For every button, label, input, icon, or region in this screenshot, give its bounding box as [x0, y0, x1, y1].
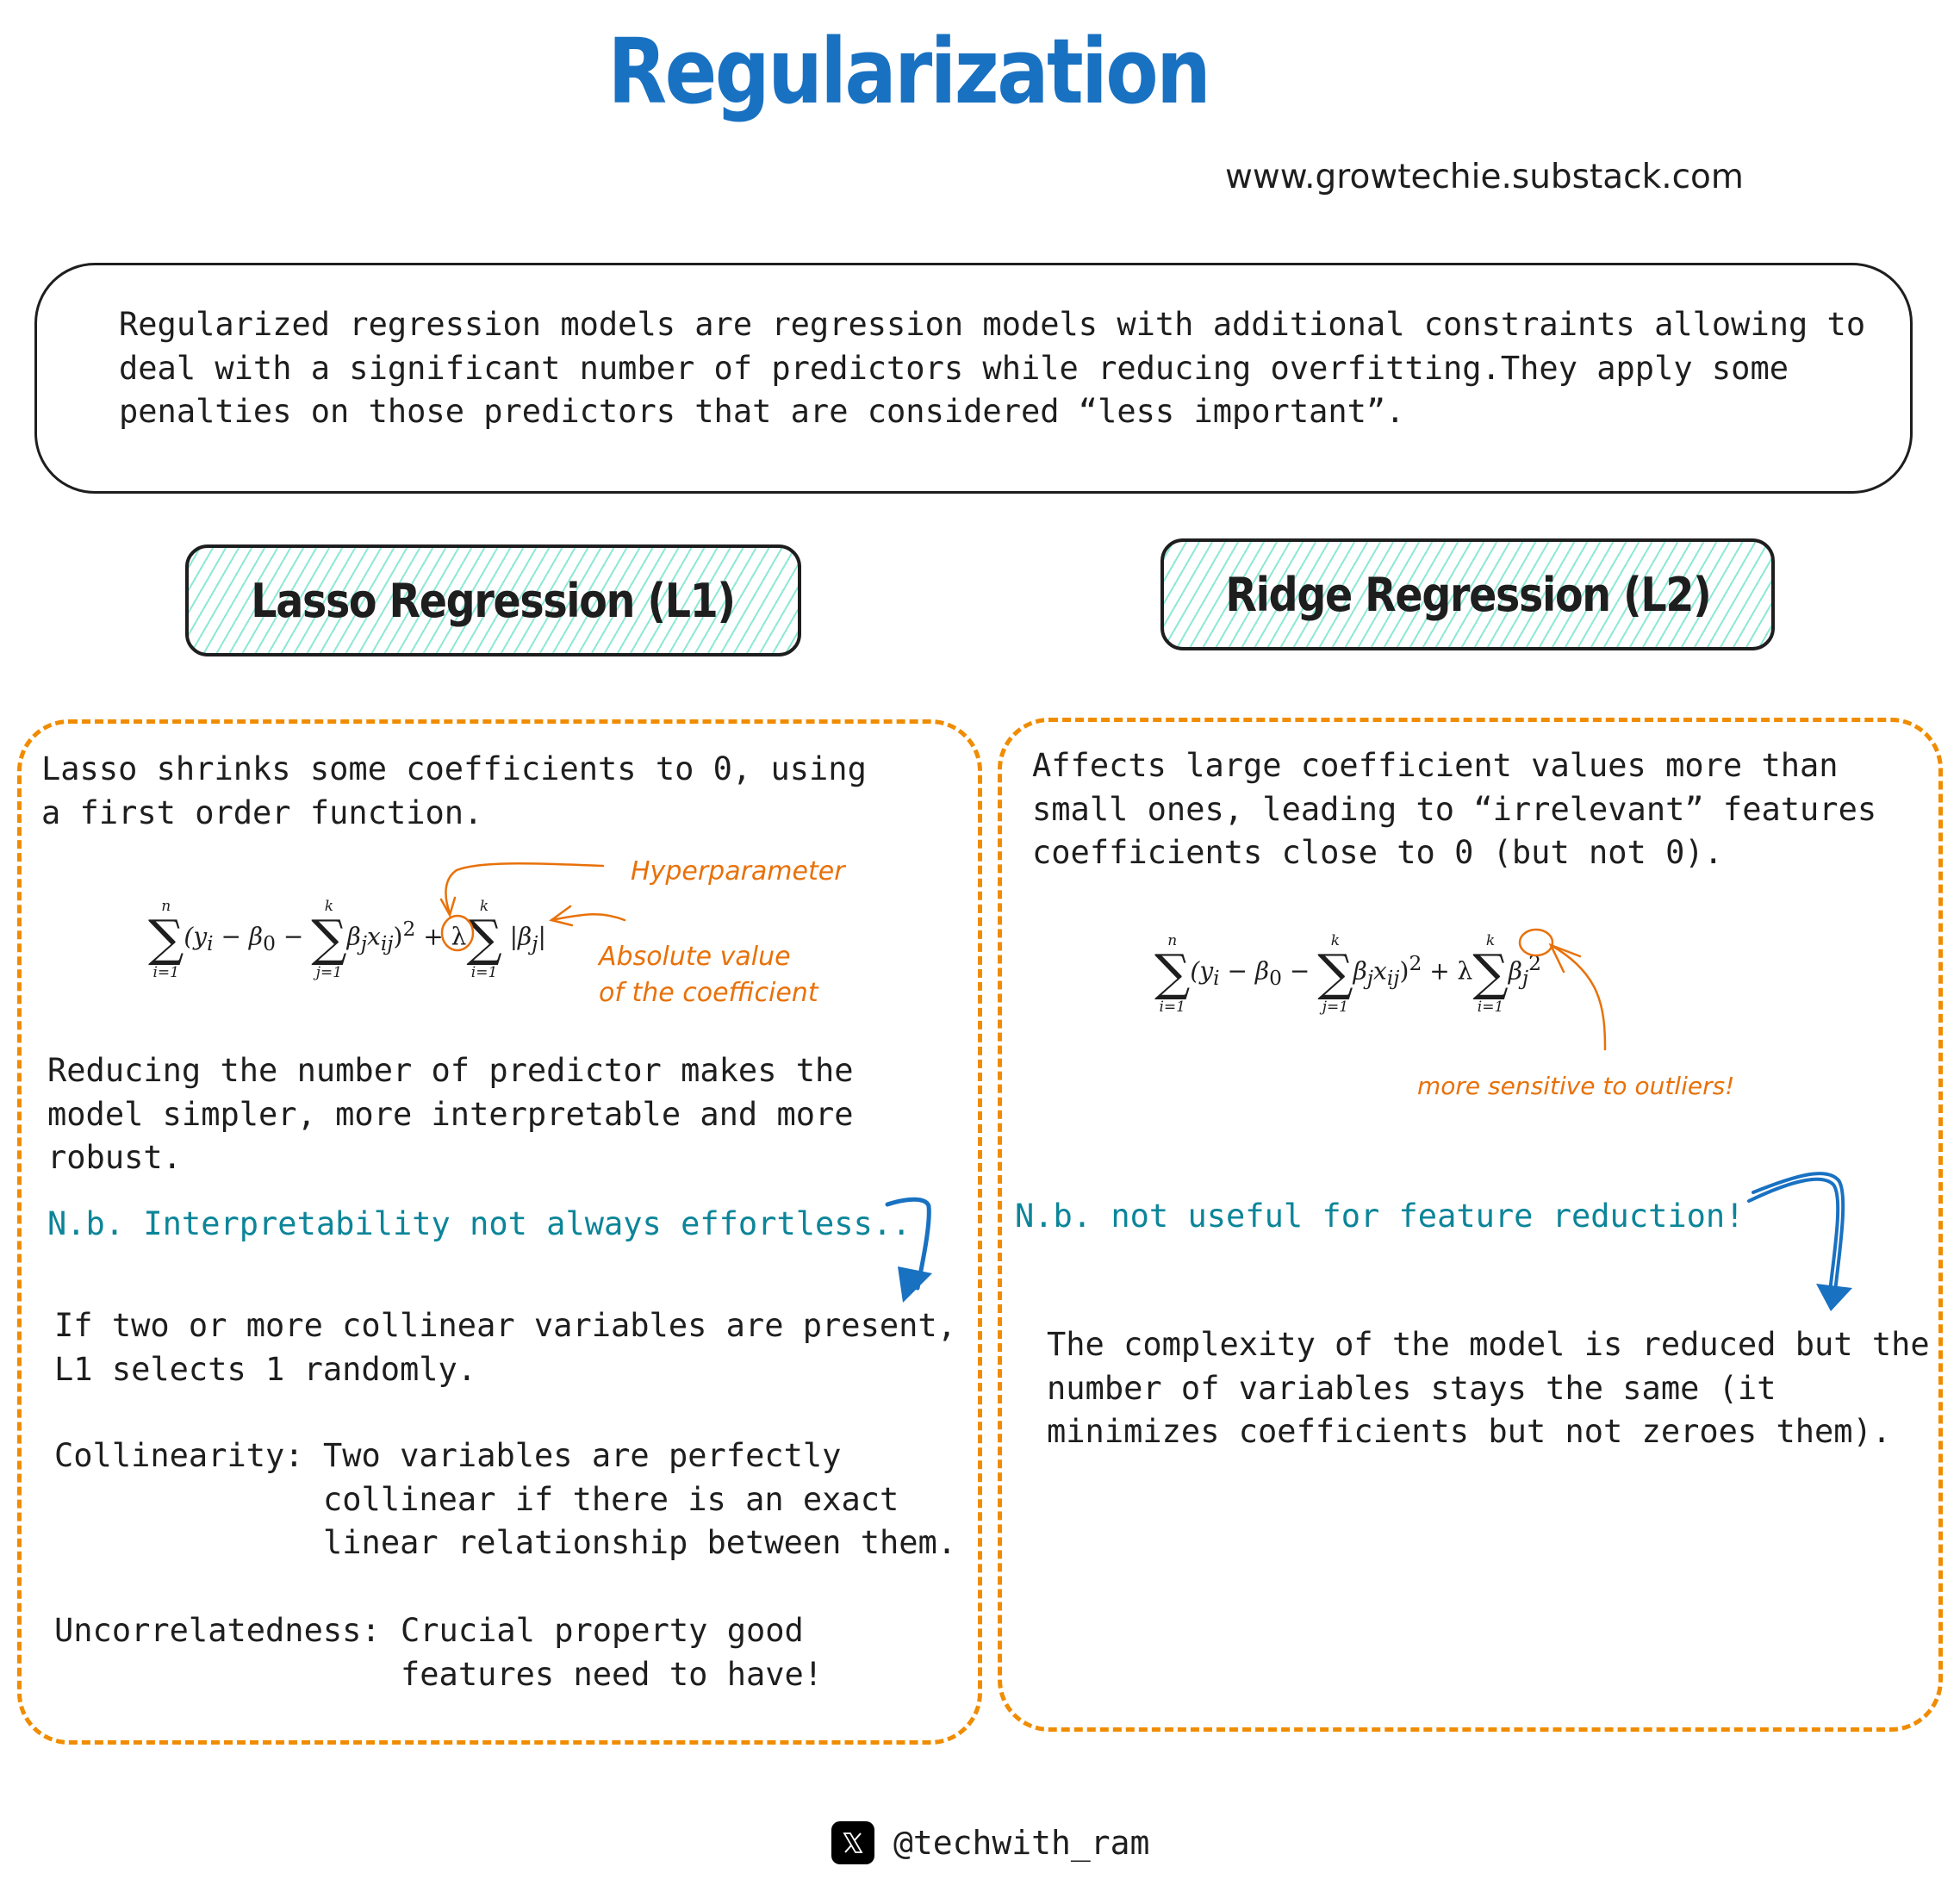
- text-line: L1 selects 1 randomly.: [54, 1350, 477, 1388]
- lambda-symbol: λ: [451, 922, 467, 951]
- uncorrelatedness-definition: Crucial property good features need to ha…: [401, 1609, 823, 1696]
- page-title: Regularization: [607, 19, 1210, 124]
- text-line: Lasso shrinks some coefficients to 0, us…: [41, 750, 867, 787]
- ridge-description: Affects large coefficient values more th…: [1032, 744, 1876, 875]
- footer-handle[interactable]: @techwith_ram: [831, 1821, 1149, 1864]
- ridge-panel: [998, 718, 1943, 1732]
- text-line: coefficients close to 0 (but not 0).: [1032, 834, 1723, 871]
- lasso-description: Lasso shrinks some coefficients to 0, us…: [41, 748, 867, 835]
- x-logo-icon: [831, 1821, 874, 1864]
- text-line: linear relationship between them.: [323, 1524, 957, 1561]
- text-line: small ones, leading to “irrelevant” feat…: [1032, 790, 1877, 828]
- ridge-header: Ridge Regression (L2): [1160, 538, 1775, 650]
- text-line: model simpler, more interpretable and mo…: [47, 1095, 854, 1133]
- lasso-title: Lasso Regression (L1): [251, 573, 737, 628]
- collinearity-term: Collinearity:: [54, 1437, 304, 1474]
- ridge-complexity: The complexity of the model is reduced b…: [1047, 1323, 1930, 1454]
- text-line: minimizes coefficients but not zeroes th…: [1047, 1413, 1892, 1450]
- intro-box: [34, 263, 1913, 494]
- intro-text: Regularized regression models are regres…: [119, 303, 1885, 434]
- text-line: Two variables are perfectly: [323, 1437, 842, 1474]
- ridge-note: N.b. not useful for feature reduction!: [1015, 1198, 1745, 1235]
- annotation-line: Absolute value: [599, 942, 791, 972]
- ridge-title: Ridge Regression (L2): [1224, 567, 1711, 622]
- x-glyph-icon: [843, 1832, 863, 1853]
- lasso-collinear-text: If two or more collinear variables are p…: [54, 1304, 956, 1391]
- text-line: robust.: [47, 1139, 182, 1176]
- text-line: The complexity of the model is reduced b…: [1047, 1326, 1930, 1363]
- text-line: number of variables stays the same (it: [1047, 1369, 1776, 1407]
- text-line: Affects large coefficient values more th…: [1032, 747, 1839, 784]
- twitter-handle[interactable]: @techwith_ram: [893, 1824, 1150, 1862]
- intro-line: deal with a significant number of predic…: [119, 349, 1789, 387]
- lasso-panel: [17, 719, 982, 1745]
- text-line: features need to have!: [401, 1655, 824, 1693]
- uncorrelatedness-term: Uncorrelatedness:: [54, 1612, 381, 1649]
- website-url[interactable]: www.growtechie.substack.com: [1225, 158, 1744, 196]
- annotation-line: of the coefficient: [599, 978, 818, 1008]
- lasso-benefits: Reducing the number of predictor makes t…: [47, 1049, 854, 1180]
- text-line: If two or more collinear variables are p…: [54, 1307, 956, 1344]
- text-line: Crucial property good: [401, 1612, 804, 1649]
- intro-line: penalties on those predictors that are c…: [119, 393, 1405, 430]
- text-line: collinear if there is an exact: [323, 1480, 899, 1518]
- text-line: a first order function.: [41, 793, 483, 831]
- intro-line: Regularized regression models are regres…: [119, 306, 1866, 343]
- lasso-note: N.b. Interpretability not always effortl…: [47, 1205, 912, 1242]
- hyperparameter-annotation: Hyperparameter: [631, 856, 845, 887]
- absolute-value-annotation: Absolute value of the coefficient: [599, 939, 818, 1011]
- lasso-header: Lasso Regression (L1): [185, 544, 801, 656]
- outliers-annotation: more sensitive to outliers!: [1417, 1072, 1735, 1100]
- text-line: Reducing the number of predictor makes t…: [47, 1052, 854, 1089]
- collinearity-definition: Two variables are perfectly collinear if …: [323, 1434, 956, 1565]
